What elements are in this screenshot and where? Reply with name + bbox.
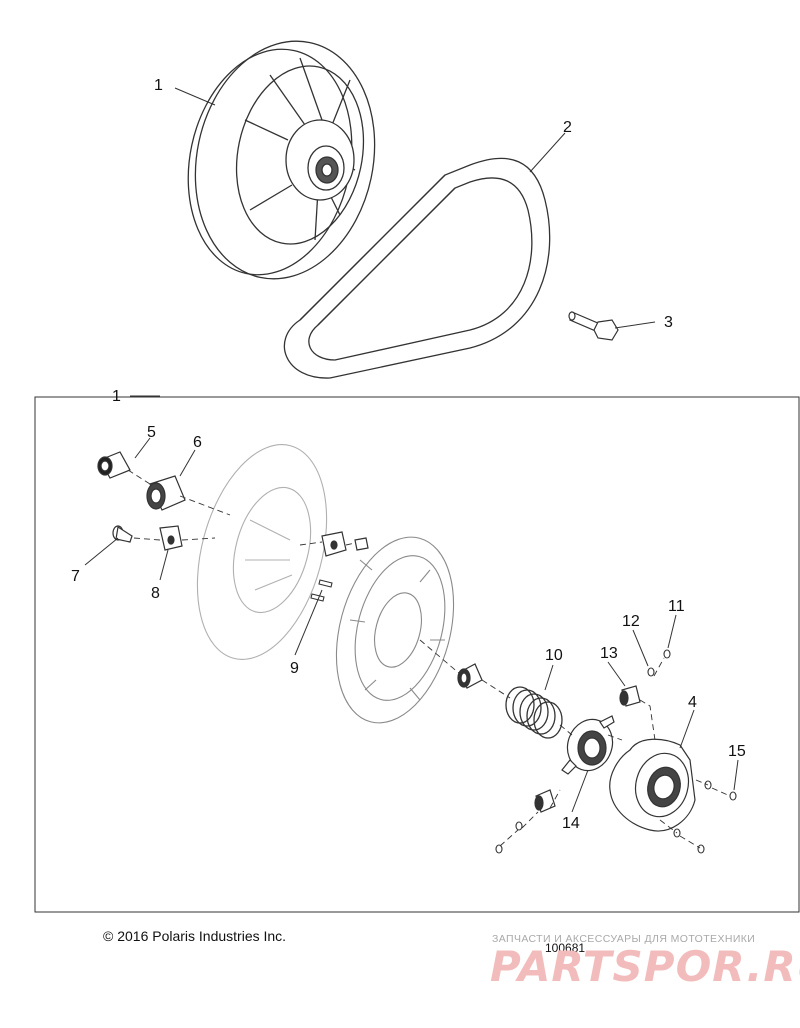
- callout-5: 5: [147, 424, 156, 441]
- driven-clutch-assembly: [187, 40, 376, 280]
- callout-14: 14: [562, 815, 580, 832]
- assembly-centerlines: [127, 469, 731, 849]
- callout-8: 8: [151, 585, 160, 602]
- callout-15: 15: [728, 743, 746, 760]
- callout-3: 3: [664, 314, 673, 331]
- callout-labels: 1 2 3 1 5 6 7 8 9 10 11 12 13 4 14 15: [71, 77, 746, 832]
- callout-11: 11: [668, 598, 685, 615]
- callout-2: 2: [563, 119, 572, 136]
- exploded-view-frame: [34, 396, 800, 913]
- pin: [112, 525, 133, 543]
- watermark-tagline: ЗАПЧАСТИ И АКСЕССУАРЫ ДЛЯ МОТОТЕХНИКИ: [492, 933, 756, 945]
- callout-1-top: 1: [154, 77, 163, 94]
- callout-12: 12: [622, 613, 640, 630]
- watermark-logo: PARTSPOR.RU: [490, 942, 800, 991]
- callout-6: 6: [193, 434, 202, 451]
- callout-10: 10: [545, 647, 563, 664]
- document-number: 100681: [545, 941, 586, 955]
- bearing: [146, 475, 186, 511]
- callout-13: 13: [600, 645, 618, 662]
- spring: [505, 686, 563, 739]
- leader-lines: [84, 87, 739, 813]
- moveable-sheave: [196, 444, 328, 660]
- washers-screws: [495, 649, 737, 854]
- copyright-notice: © 2016 Polaris Industries Inc.: [103, 928, 287, 944]
- slider-block-2: [321, 531, 369, 557]
- helix: [561, 715, 615, 775]
- callout-9: 9: [290, 660, 299, 677]
- spring-seat: [457, 663, 483, 689]
- callout-1-frame: 1: [112, 388, 121, 405]
- fixed-sheave-plate: [335, 536, 455, 724]
- bolt: [568, 311, 619, 341]
- callout-4: 4: [688, 694, 697, 711]
- bushing: [97, 451, 131, 479]
- slider-block: [159, 525, 183, 551]
- drive-belt: [283, 157, 551, 379]
- callout-7: 7: [71, 568, 80, 585]
- cover: [609, 738, 696, 832]
- rollers: [534, 685, 641, 813]
